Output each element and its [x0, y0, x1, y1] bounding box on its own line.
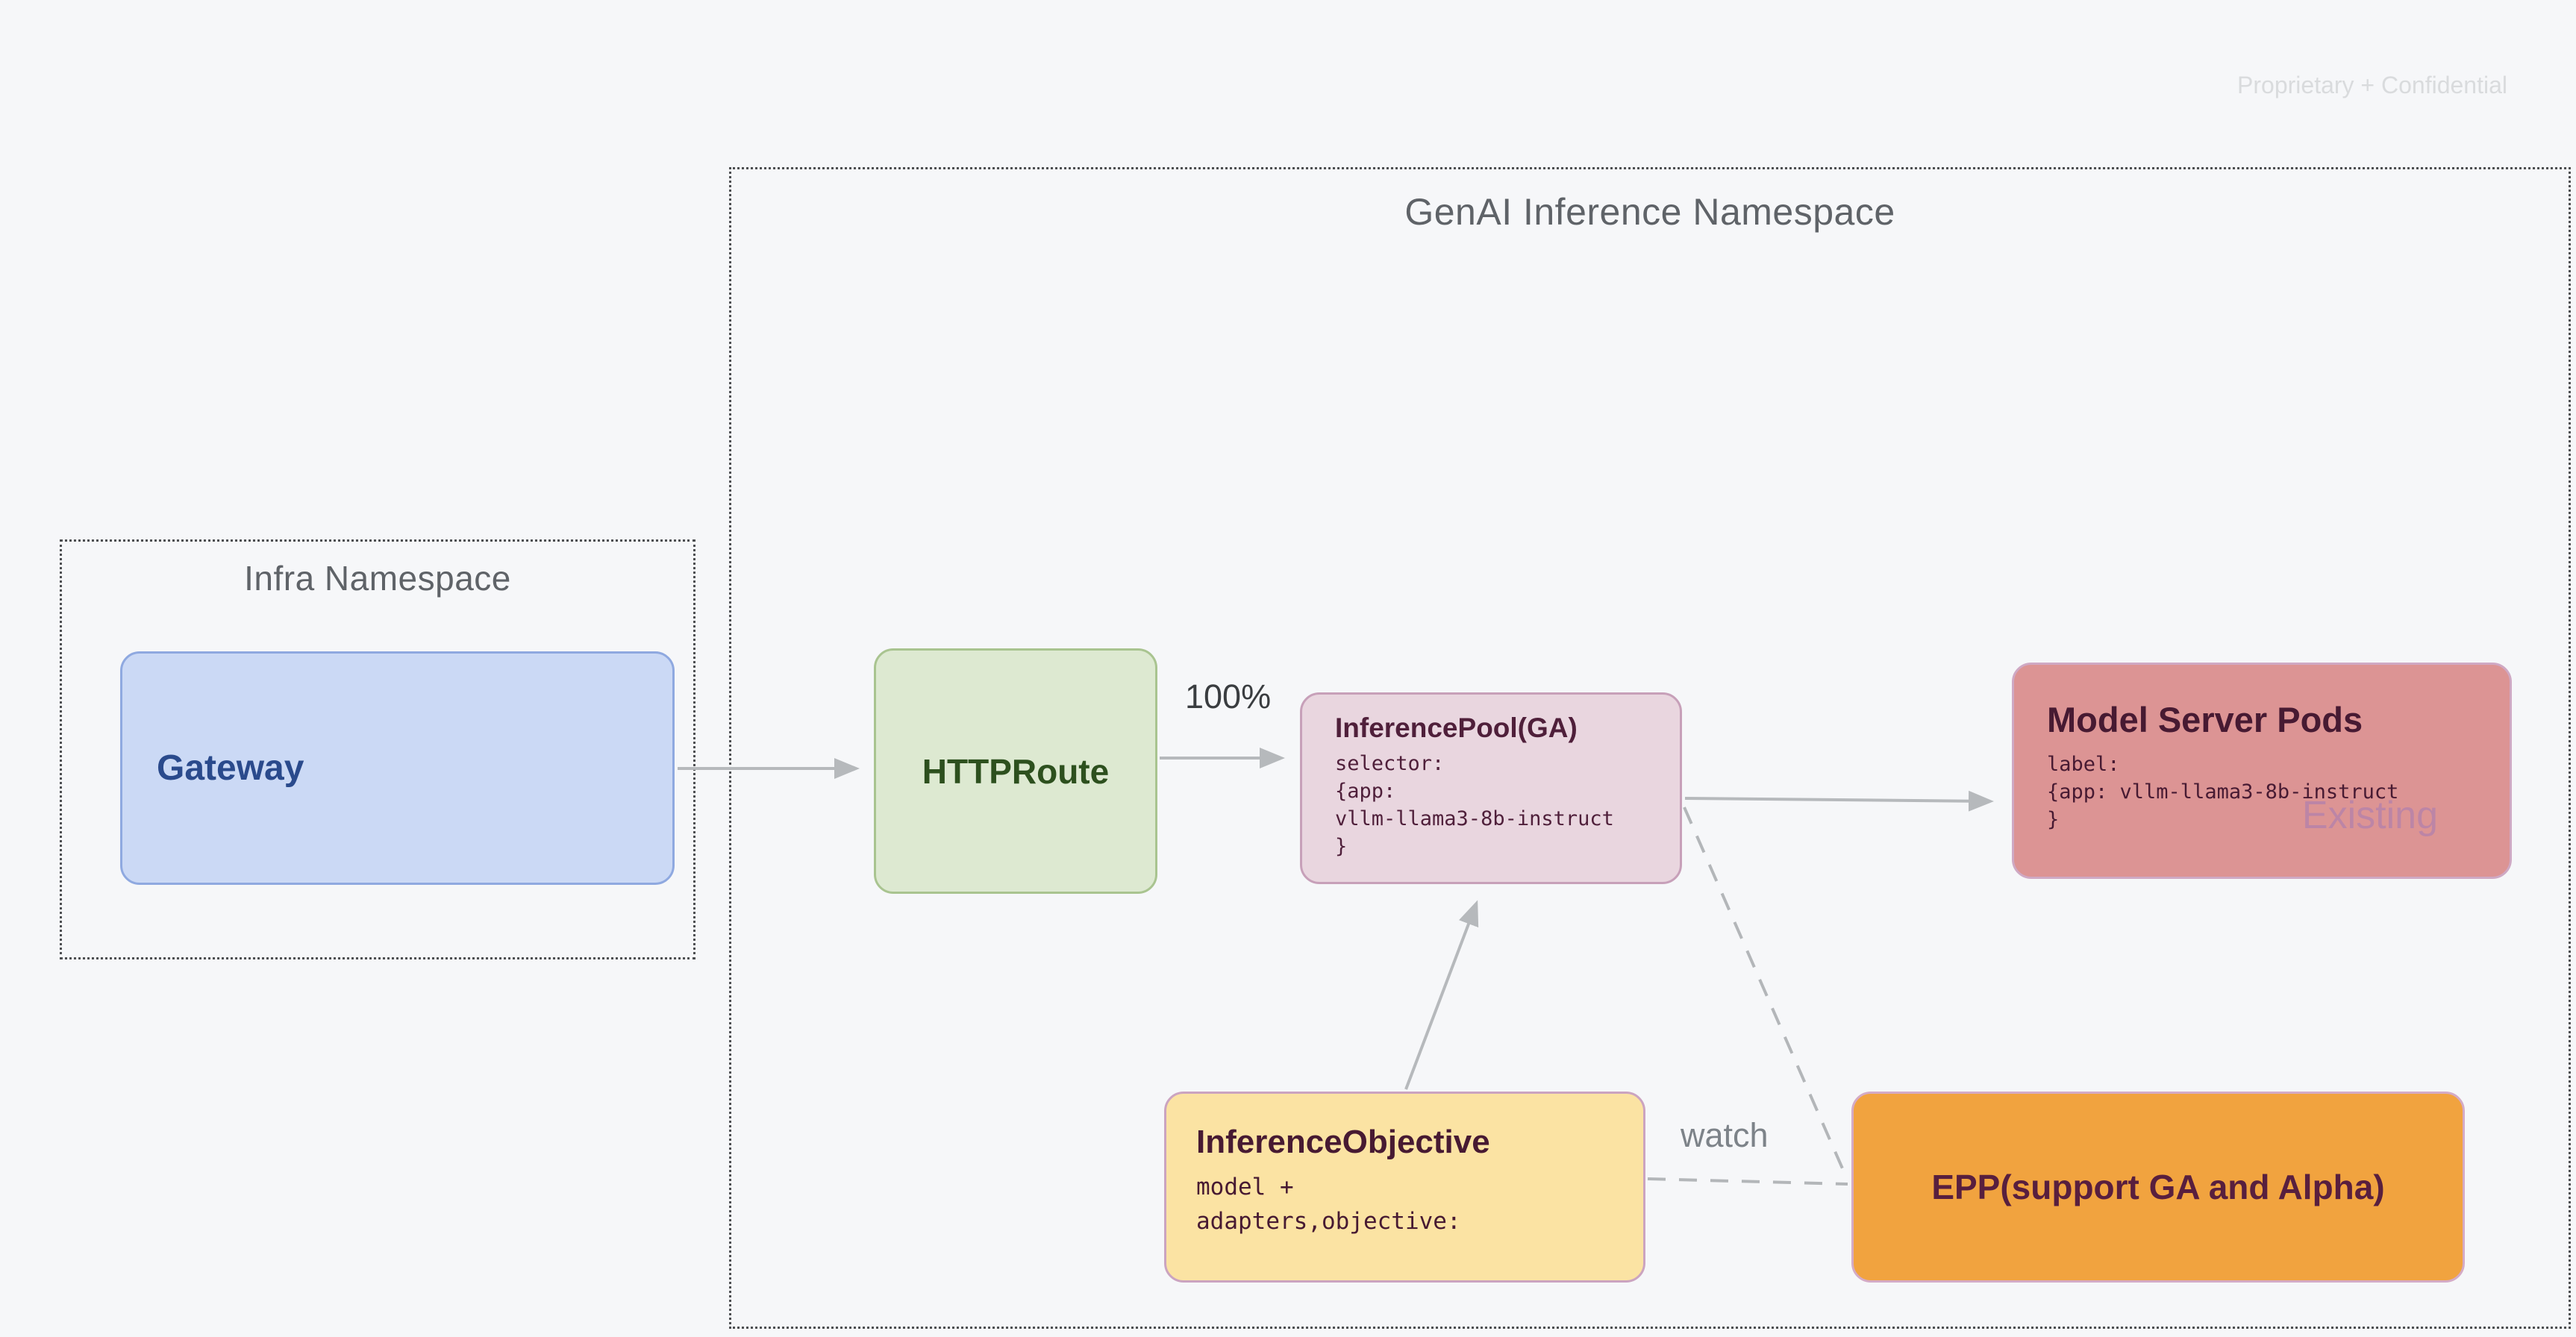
model-server-pods-title: Model Server Pods: [2047, 700, 2363, 739]
gateway-label: Gateway: [157, 748, 304, 788]
httproute-node: HTTPRoute: [874, 648, 1157, 894]
existing-tag: Existing: [2301, 794, 2438, 837]
model-server-pods-label-code: label: {app: vllm-llama3-8b-instruct }: [2047, 753, 2399, 831]
inference-objective-node: InferenceObjective model + adapters,obje…: [1164, 1092, 1645, 1283]
inference-pool-title: InferencePool(GA): [1335, 713, 1578, 743]
watch-label: watch: [1681, 1116, 1769, 1154]
epp-node: EPP(support GA and Alpha): [1851, 1092, 2465, 1283]
infra-namespace-title: Infra Namespace: [244, 559, 511, 598]
watermark-text: Proprietary + Confidential: [2237, 72, 2507, 98]
inference-pool-node: InferencePool(GA) selector: {app: vllm-l…: [1300, 692, 1682, 884]
httproute-label: HTTPRoute: [922, 751, 1110, 791]
inference-objective-code: model + adapters,objective:: [1196, 1174, 1461, 1235]
inference-objective-title: InferenceObjective: [1196, 1124, 1490, 1160]
genai-namespace-title: GenAI Inference Namespace: [1404, 191, 1895, 233]
inference-pool-selector-code: selector: {app: vllm-llama3-8b-instruct …: [1335, 752, 1614, 858]
route-weight-label: 100%: [1185, 677, 1272, 716]
infra-namespace-box: Infra Namespace: [60, 539, 695, 959]
gateway-node: Gateway: [120, 651, 675, 885]
genai-inference-namespace-box: GenAI Inference Namespace: [729, 167, 2571, 1329]
model-server-pods-node: Model Server Pods label: {app: vllm-llam…: [2012, 663, 2512, 879]
epp-label: EPP(support GA and Alpha): [1931, 1168, 2385, 1206]
